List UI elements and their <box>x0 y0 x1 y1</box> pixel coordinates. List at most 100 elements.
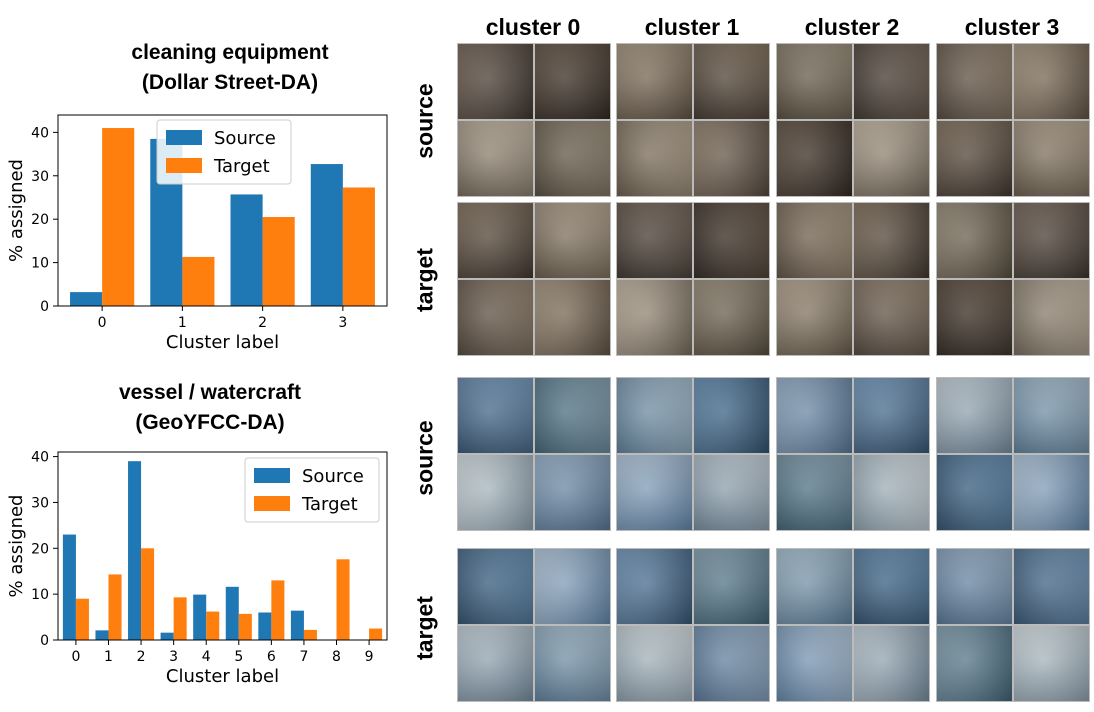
bar-target-9 <box>369 628 383 640</box>
image-thumbnail <box>617 44 692 119</box>
bar-source-1 <box>95 630 109 640</box>
image-tile-row0-cluster1 <box>616 43 770 197</box>
image-tile-row0-cluster3 <box>936 43 1090 197</box>
image-thumbnail <box>458 378 533 453</box>
image-thumbnail <box>694 121 769 196</box>
image-thumbnail <box>694 455 769 530</box>
image-thumbnail <box>937 455 1012 530</box>
image-thumbnail <box>777 378 852 453</box>
bar-target-4 <box>206 611 220 640</box>
image-thumbnail <box>458 203 533 278</box>
image-tile-row3-cluster2 <box>776 548 930 702</box>
image-thumbnail <box>458 626 533 701</box>
x-tick-label: 9 <box>365 649 374 665</box>
x-tick-label: 8 <box>332 649 341 665</box>
bar-source-0 <box>62 534 76 640</box>
x-tick-label: 0 <box>71 649 80 665</box>
bar-source-3 <box>160 632 174 640</box>
legend-label-source: Source <box>214 128 276 149</box>
x-tick-label: 0 <box>98 315 107 331</box>
chart-1-title: cleaning equipment (Dollar Street-DA) <box>80 38 380 98</box>
x-tick-label: 1 <box>104 649 113 665</box>
image-thumbnail <box>1014 44 1089 119</box>
image-tile-row2-cluster2 <box>776 377 930 531</box>
x-tick-label: 4 <box>202 649 211 665</box>
legend-swatch-target <box>166 158 202 173</box>
image-tile-row3-cluster0 <box>457 548 611 702</box>
image-tile-row2-cluster1 <box>616 377 770 531</box>
bar-source-3 <box>310 164 343 306</box>
image-thumbnail <box>1014 549 1089 624</box>
image-tile-row1-cluster1 <box>616 202 770 356</box>
bar-source-7 <box>290 610 304 640</box>
image-thumbnail <box>937 280 1012 355</box>
bar-target-3 <box>173 597 187 640</box>
column-header-cluster-0: cluster 0 <box>485 14 581 40</box>
image-thumbnail <box>617 455 692 530</box>
image-thumbnail <box>535 455 610 530</box>
image-thumbnail <box>535 626 610 701</box>
image-thumbnail <box>617 203 692 278</box>
bar-target-1 <box>108 574 122 640</box>
plot-frame <box>57 451 388 641</box>
x-tick-label: 7 <box>299 649 308 665</box>
chart-2-title: vessel / watercraft (GeoYFCC-DA) <box>60 378 360 438</box>
legend-swatch-source <box>254 468 290 483</box>
image-thumbnail <box>854 44 929 119</box>
column-header-cluster-2: cluster 2 <box>804 14 900 40</box>
y-tick-label: 40 <box>31 450 49 466</box>
image-thumbnail <box>1014 121 1089 196</box>
image-tile-row0-cluster0 <box>457 43 611 197</box>
bar-target-5 <box>238 613 252 640</box>
image-thumbnail <box>937 203 1012 278</box>
x-tick-label: 3 <box>169 649 178 665</box>
bar-target-3 <box>342 187 375 306</box>
bar-target-2 <box>262 217 295 306</box>
bar-source-5 <box>225 586 239 640</box>
image-thumbnail <box>694 280 769 355</box>
image-thumbnail <box>1014 203 1089 278</box>
y-tick-label: 40 <box>31 125 49 141</box>
image-tile-row2-cluster3 <box>936 377 1090 531</box>
image-thumbnail <box>854 121 929 196</box>
image-tile-row1-cluster0 <box>457 202 611 356</box>
image-thumbnail <box>535 378 610 453</box>
image-thumbnail <box>694 549 769 624</box>
chart-2-title-line1: vessel / watercraft <box>118 381 302 404</box>
legend-swatch-source <box>166 130 202 145</box>
x-tick-label: 1 <box>178 315 187 331</box>
x-axis-label: Cluster label <box>166 332 279 353</box>
image-thumbnail <box>1014 378 1089 453</box>
legend-label-target: Target <box>213 156 270 177</box>
y-axis-label: % assigned <box>6 495 27 598</box>
image-tile-row1-cluster3 <box>936 202 1090 356</box>
image-thumbnail <box>937 378 1012 453</box>
image-thumbnail <box>854 455 929 530</box>
plot-frame <box>57 114 388 307</box>
bar-target-6 <box>271 580 285 640</box>
x-tick-label: 2 <box>137 649 146 665</box>
image-thumbnail <box>535 203 610 278</box>
image-thumbnail <box>777 455 852 530</box>
image-thumbnail <box>777 203 852 278</box>
image-thumbnail <box>535 121 610 196</box>
image-tile-row3-cluster3 <box>936 548 1090 702</box>
image-thumbnail <box>777 121 852 196</box>
image-thumbnail <box>458 44 533 119</box>
legend-label-source: Source <box>302 466 364 487</box>
image-thumbnail <box>617 121 692 196</box>
image-thumbnail <box>777 626 852 701</box>
image-thumbnail <box>937 44 1012 119</box>
chart-1-title-line2: (Dollar Street-DA) <box>141 71 319 94</box>
bar-source-0 <box>70 292 103 306</box>
image-thumbnail <box>458 280 533 355</box>
image-thumbnail <box>535 44 610 119</box>
image-thumbnail <box>854 280 929 355</box>
image-tile-row1-cluster2 <box>776 202 930 356</box>
image-thumbnail <box>777 280 852 355</box>
y-tick-label: 0 <box>40 633 49 649</box>
image-thumbnail <box>458 455 533 530</box>
column-header-cluster-1: cluster 1 <box>644 14 740 40</box>
